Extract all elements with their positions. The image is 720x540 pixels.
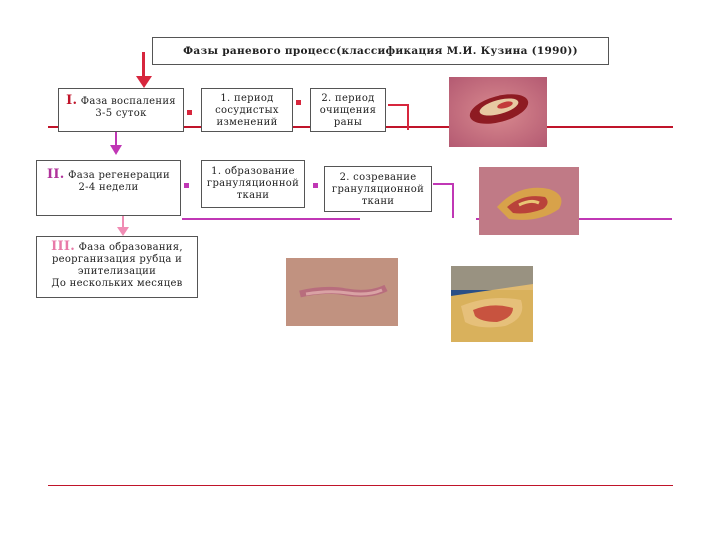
phase1-period2-text: 2. период очищения раны: [319, 93, 377, 128]
phase2-connector-top: [433, 183, 453, 185]
phase-2-duration: 2-4 недели: [78, 182, 139, 193]
phase-arrow-2-head: [117, 227, 129, 236]
phase1-period2-bullet: [296, 100, 301, 105]
phase-arrow-2-shaft: [122, 216, 124, 228]
blank-panel-3: [126, 314, 252, 386]
phase2-period1-bullet: [184, 183, 189, 188]
wound-granulation-photo: [479, 167, 579, 235]
phase-3-name: Фаза образования, реорганизация рубца и …: [51, 242, 183, 277]
phase2-period2-box: 2. созревание грануляционной ткани: [324, 166, 432, 212]
phase-1-duration: 3-5 суток: [95, 108, 147, 119]
phase1-period2-box: 2. период очищения раны: [310, 88, 386, 132]
phase-2-name: Фаза регенерации: [68, 170, 170, 181]
phase2-period1-text: 1. образование грануляционной ткани: [206, 166, 300, 201]
title-arrow-head: [136, 76, 152, 88]
phase1-connector-side: [407, 104, 409, 130]
phase-2-numeral: II.: [47, 167, 65, 182]
wound-epithelization-photo: [451, 266, 533, 342]
diagram-title-text: Фазы раневого процесс(классификация М.И.…: [183, 45, 578, 57]
phase-arrow-1-head: [110, 145, 122, 155]
phase1-period1-text: 1. период сосудистых изменений: [215, 93, 279, 128]
phase1-period1-box: 1. период сосудистых изменений: [201, 88, 293, 132]
phase1-period1-bullet: [187, 110, 192, 115]
phase-1-numeral: I.: [66, 93, 78, 108]
phase2-connector-side: [452, 183, 454, 220]
wound-inflammation-photo: [449, 77, 547, 147]
title-arrow-shaft: [142, 52, 145, 78]
scar-photo: [286, 258, 398, 326]
blank-panel-2: [360, 218, 476, 264]
phase2-period1-box: 1. образование грануляционной ткани: [201, 160, 305, 208]
phase-3-box: III. Фаза образования, реорганизация руб…: [36, 236, 198, 298]
phase1-connector-top: [388, 104, 408, 106]
phase-2-box: II. Фаза регенерации 2-4 недели: [36, 160, 181, 216]
phase-3-numeral: III.: [51, 239, 76, 254]
phase-arrow-1-shaft: [115, 132, 117, 146]
phase-1-box: I. Фаза воспаления 3-5 суток: [58, 88, 184, 132]
phase-1-name: Фаза воспаления: [80, 96, 176, 107]
bottom-rule: [48, 485, 673, 486]
phase2-period2-text: 2. созревание грануляционной ткани: [331, 172, 425, 207]
phase-3-duration: До нескольких месяцев: [51, 278, 183, 289]
blank-panel-4: [316, 352, 412, 442]
blank-panel-1: [322, 136, 426, 160]
phase2-period2-bullet: [313, 183, 318, 188]
diagram-title: Фазы раневого процесс(классификация М.И.…: [152, 37, 609, 65]
